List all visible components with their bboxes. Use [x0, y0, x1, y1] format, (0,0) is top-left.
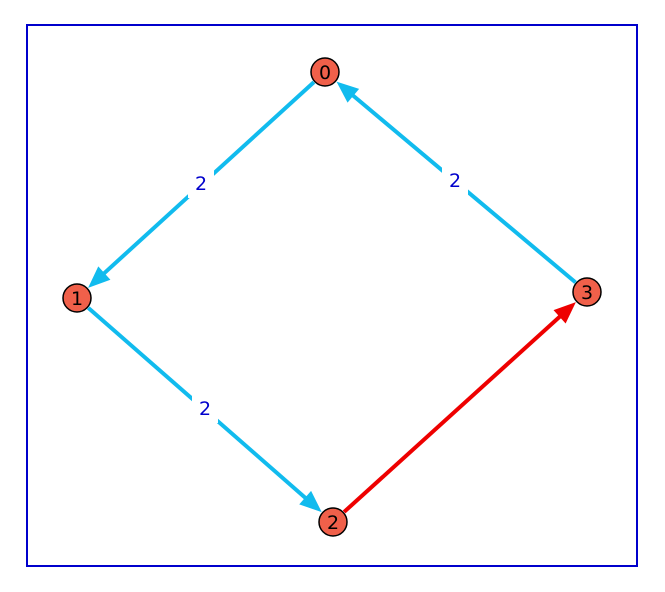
edge-label-bg-0-1	[188, 168, 214, 198]
nodes-layer: 0 1 2 3	[62, 57, 602, 537]
edge-2-3	[342, 314, 563, 514]
node-2	[318, 507, 348, 537]
node-label-0: 0	[319, 62, 331, 84]
edge-arrowhead-0-1	[88, 266, 111, 288]
node-label-3: 3	[581, 282, 593, 304]
node-3	[572, 277, 602, 307]
edge-arrowhead-3-0	[336, 81, 360, 103]
edge-arrowhead-2-3	[553, 302, 576, 324]
edges-layer	[86, 80, 577, 514]
edge-label-3-0: 2	[449, 170, 461, 192]
edge-labels-layer: 2 2 2	[188, 165, 468, 423]
node-label-2: 2	[327, 512, 339, 534]
edge-label-bg-3-0	[442, 165, 468, 195]
edge-label-bg-1-2	[192, 393, 218, 423]
edge-label-1-2: 2	[199, 398, 211, 420]
node-label-1: 1	[71, 288, 83, 310]
node-0	[310, 57, 340, 87]
diagram-frame	[26, 24, 638, 567]
node-1	[62, 283, 92, 313]
edge-label-0-1: 2	[195, 173, 207, 195]
edge-arrowhead-1-2	[299, 490, 322, 513]
